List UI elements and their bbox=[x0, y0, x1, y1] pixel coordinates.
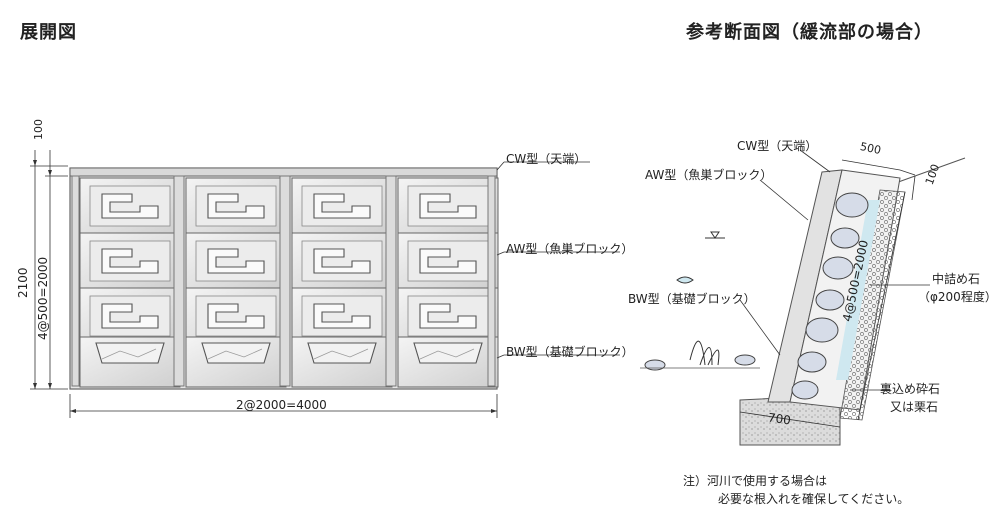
elevation-title: 展開図 bbox=[20, 22, 77, 43]
label-backfill-2: 又は栗石 bbox=[890, 400, 939, 414]
dim-width: 2@2000=4000 bbox=[236, 398, 327, 412]
dim-base-width: 700 bbox=[767, 410, 792, 428]
label-cw-elevation: CW型（天端） bbox=[506, 152, 587, 166]
note-line-1: 注）河川で使用する場合は bbox=[683, 474, 828, 488]
section-title: 参考断面図（緩流部の場合） bbox=[686, 22, 933, 43]
label-backfill-1: 裏込め砕石 bbox=[880, 382, 941, 396]
label-bw-elevation: BW型（基礎ブロック） bbox=[506, 345, 634, 359]
label-cw-section: CW型（天端） bbox=[737, 139, 818, 153]
label-bw-section: BW型（基礎ブロック） bbox=[628, 292, 756, 306]
note-line-2: 必要な根入れを確保してください。 bbox=[718, 492, 910, 506]
fill-stones bbox=[791, 192, 869, 400]
label-aw-section: AW型（魚巣ブロック） bbox=[645, 168, 773, 182]
label-aw-elevation: AW型（魚巣ブロック） bbox=[506, 242, 634, 256]
label-fill-stone-size: （φ200程度） bbox=[918, 290, 997, 304]
label-fill-stone: 中詰め石 bbox=[932, 272, 981, 286]
